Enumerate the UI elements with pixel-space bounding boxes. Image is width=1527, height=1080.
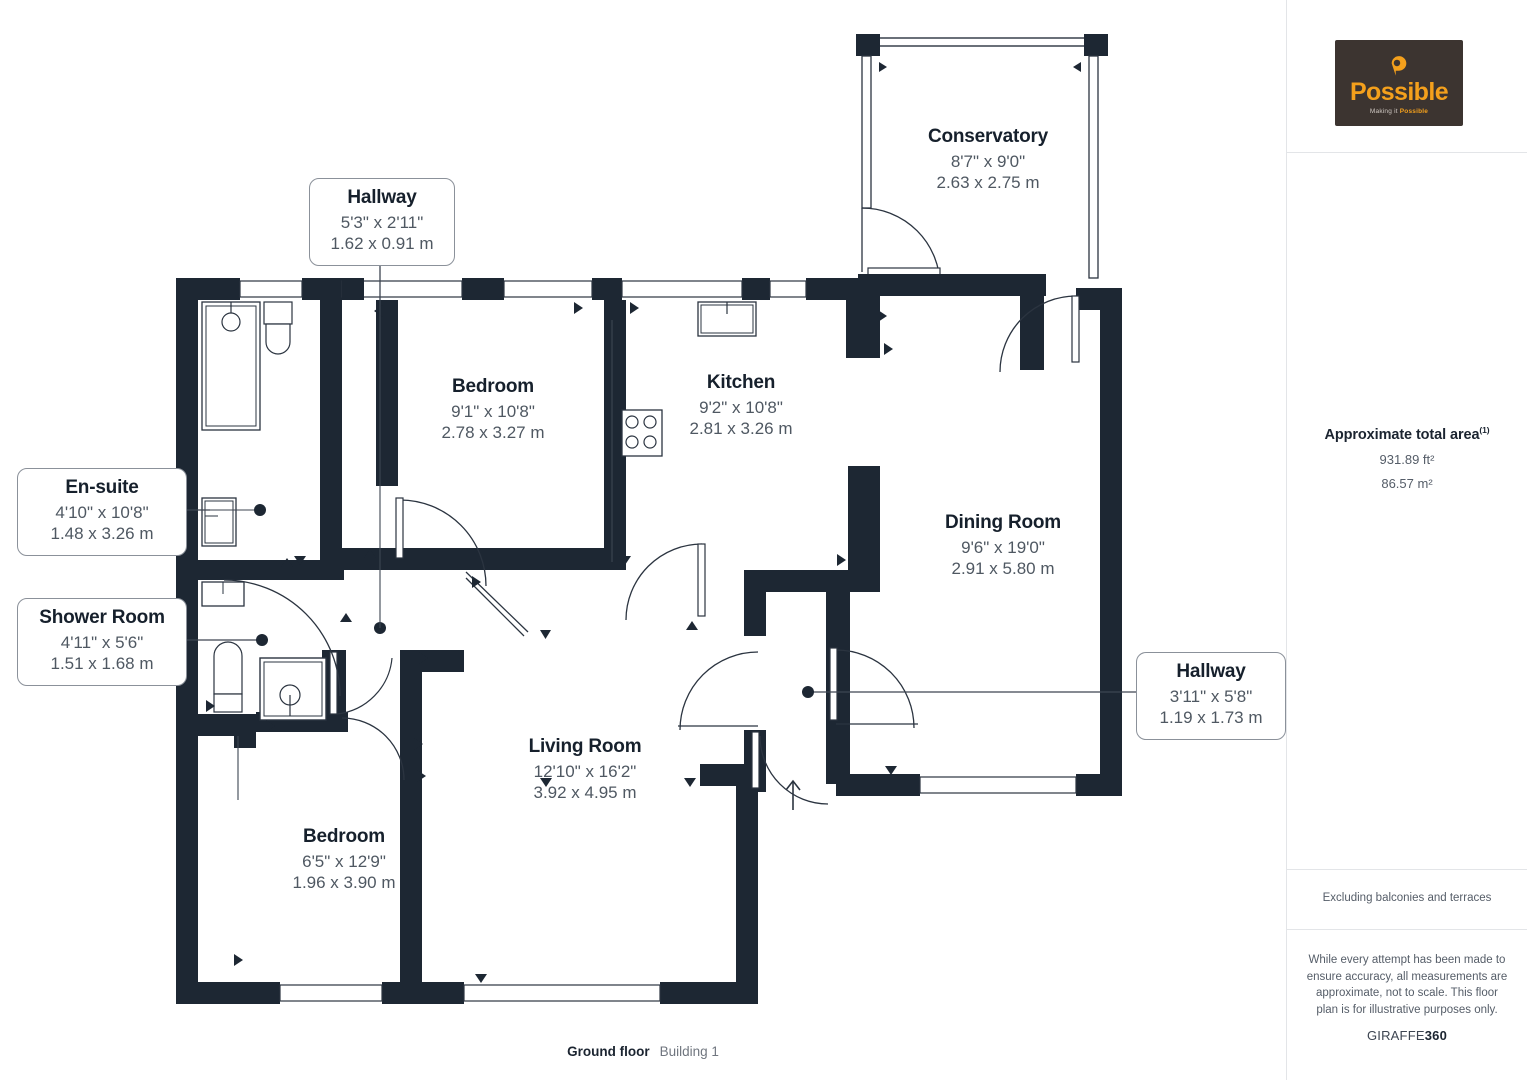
room-label-bedroom-bottom: Bedroom 6'5" x 12'9" 1.96 x 3.90 m (253, 826, 435, 894)
room-name: Kitchen (706, 372, 776, 393)
entry-direction-arrow (785, 779, 801, 810)
room-dimension-metric: 1.51 x 1.68 m (50, 654, 154, 674)
room-dimension-metric: 2.63 x 2.75 m (936, 173, 1040, 193)
shower-room-fixtures (201, 581, 393, 721)
door-swings (223, 497, 918, 805)
room-dimension-metric: 1.96 x 3.90 m (292, 873, 396, 893)
interior-walls (198, 278, 880, 986)
room-dimension-imperial: 3'11" x 5'8" (1169, 686, 1253, 706)
room-dimension-imperial: 8'7" x 9'0" (950, 151, 1026, 171)
room-label-en-suite: En-suite 4'10" x 10'8" 1.48 x 3.26 m (17, 468, 187, 556)
hallway-right-leader-dot (802, 686, 814, 698)
wall-left-lower (176, 734, 198, 1004)
room-dimension-imperial: 6'5" x 12'9" (302, 851, 386, 871)
room-label-bedroom-top: Bedroom 9'1" x 10'8" 2.78 x 3.27 m (400, 376, 586, 444)
room-name: Shower Room (39, 607, 165, 628)
room-dimension-imperial: 4'11" x 5'6" (60, 632, 144, 652)
panel-divider-2 (1287, 869, 1527, 870)
door-swing-conservatory-dining (999, 295, 1077, 373)
room-name: En-suite (65, 477, 139, 498)
room-dimension-imperial: 9'2" x 10'8" (699, 397, 783, 417)
en-suite-leader-dot (254, 504, 266, 516)
dimension-markers (206, 302, 897, 983)
room-name: Conservatory (927, 126, 1049, 147)
room-dimension-imperial: 12'10" x 16'2" (533, 761, 637, 781)
floor-plan-svg (166, 34, 1136, 1004)
panel-divider-3 (1287, 929, 1527, 930)
room-label-hallway-right: Hallway 3'11" x 5'8" 1.19 x 1.73 m (1136, 652, 1286, 740)
room-dimension-metric: 2.81 x 3.26 m (689, 419, 793, 439)
room-name: Hallway (1176, 661, 1246, 682)
room-dimension-metric: 3.92 x 4.95 m (533, 783, 637, 803)
floor-name: Ground floor (567, 1044, 650, 1059)
total-area-title-text: Approximate total area (1324, 426, 1480, 443)
kitchen-fixtures (621, 301, 757, 457)
room-dimension-imperial: 9'1" x 10'8" (451, 401, 535, 421)
plan-footer: Ground floor Building 1 (0, 1044, 1286, 1059)
total-area-sqm: 86.57 m² (1381, 475, 1433, 491)
room-label-kitchen: Kitchen 9'2" x 10'8" 2.81 x 3.26 m (650, 372, 832, 440)
brand-suffix: 360 (1424, 1028, 1448, 1043)
room-dimension-metric: 1.62 x 0.91 m (330, 234, 434, 254)
logo-tagline-brand: Possible (1399, 107, 1429, 115)
floor-plan-drawing: Hallway 5'3" x 2'11" 1.62 x 0.91 m Conse… (0, 34, 1286, 1059)
room-dimension-metric: 1.48 x 3.26 m (50, 524, 154, 544)
room-dimension-metric: 2.78 x 3.27 m (441, 423, 545, 443)
room-dimension-metric: 1.19 x 1.73 m (1159, 708, 1263, 728)
panel-divider-1 (1287, 152, 1527, 153)
bottom-walls (176, 982, 758, 1004)
room-dimension-imperial: 4'10" x 10'8" (55, 502, 149, 522)
giraffe360-brand: GIRAFFE360 (1287, 1028, 1527, 1043)
total-area-title: Approximate total area(1) (1287, 425, 1527, 443)
excluding-note: Excluding balconies and terraces (1322, 892, 1492, 904)
bottom-wall-windows (279, 984, 661, 1002)
room-label-living-room: Living Room 12'10" x 16'2" 3.92 x 4.95 m (492, 736, 678, 804)
right-exterior-walls (836, 288, 1122, 796)
possible-logo-mark (1391, 55, 1407, 76)
room-label-dining-room: Dining Room 9'6" x 19'0" 2.91 x 5.80 m (910, 512, 1096, 580)
room-name: Living Room (528, 736, 642, 757)
logo-tagline: Making it Possible (1370, 108, 1428, 115)
disclaimer-text: While every attempt has been made to ens… (1306, 954, 1508, 1017)
dining-window (919, 776, 1077, 794)
room-dimension-imperial: 9'6" x 19'0" (961, 537, 1045, 557)
room-dimension-imperial: 5'3" x 2'11" (340, 212, 424, 232)
shower-room-leader-dot (256, 634, 268, 646)
room-label-hallway-top: Hallway 5'3" x 2'11" 1.62 x 0.91 m (309, 178, 455, 266)
logo-wordmark: Possible (1349, 77, 1449, 106)
room-name: Bedroom (303, 826, 385, 847)
building-name: Building 1 (659, 1044, 719, 1059)
total-area-block: Approximate total area(1) 931.89 ft² 86.… (1287, 425, 1527, 491)
possible-logo: Possible Making it Possible (1335, 40, 1463, 126)
wall-left-upper (176, 278, 198, 518)
label-leader-lines (166, 256, 1136, 693)
total-area-footnote-marker: (1) (1479, 425, 1490, 435)
room-label-conservatory: Conservatory 8'7" x 9'0" 2.63 x 2.75 m (888, 126, 1088, 194)
room-dimension-metric: 2.91 x 5.80 m (951, 559, 1055, 579)
info-side-panel: Possible Making it Possible Approximate … (1286, 0, 1527, 1080)
brand-prefix: GIRAFFE (1366, 1028, 1425, 1043)
conservatory-structure (856, 34, 1108, 287)
room-name: Bedroom (452, 376, 534, 397)
room-label-shower-room: Shower Room 4'11" x 5'6" 1.51 x 1.68 m (17, 598, 187, 686)
en-suite-fixtures (201, 301, 293, 547)
total-area-sqft: 931.89 ft² (1379, 451, 1435, 467)
logo-tagline-prefix: Making it (1369, 107, 1400, 115)
room-name: Dining Room (944, 512, 1061, 533)
room-name: Hallway (347, 187, 417, 208)
